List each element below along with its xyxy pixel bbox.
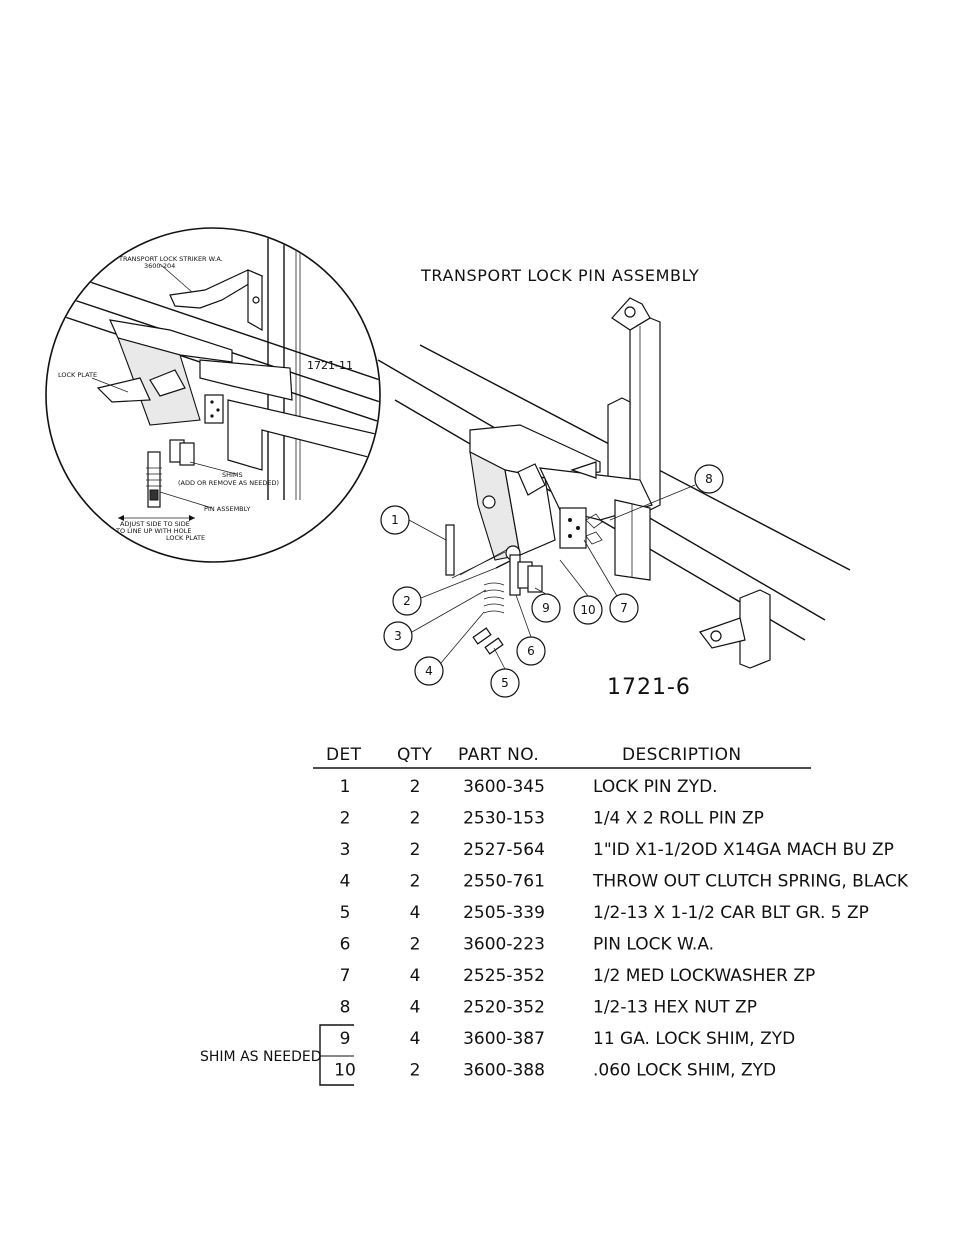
cell-part: 3600-388: [463, 1061, 545, 1081]
inset-shims-note: (ADD OR REMOVE AS NEEDED): [178, 479, 279, 487]
table-row: 8 4 2520-352 1/2-13 HEX NUT ZP: [340, 998, 757, 1018]
table-rows: 1 2 3600-345 LOCK PIN ZYD. 2 2 2530-153 1/4 X 2…: [334, 777, 909, 1081]
cell-qty: 2: [410, 1061, 421, 1081]
inset-view-number: 1721-11: [307, 359, 353, 372]
cell-det: 7: [340, 966, 351, 986]
cell-desc: 1/2-13 HEX NUT ZP: [593, 998, 757, 1018]
cell-part: 3600-223: [463, 935, 545, 955]
inset-adjust-note-2: TO LINE UP WITH HOLE: [115, 527, 191, 535]
table-row: 10 2 3600-388 .060 LOCK SHIM, ZYD: [334, 1061, 776, 1081]
inset-lock-plate-label: LOCK PLATE: [58, 371, 97, 379]
cell-det: 6: [340, 935, 351, 955]
cell-qty: 4: [410, 998, 421, 1018]
inset-striker-part: 3600-204: [144, 262, 175, 270]
cell-desc: 1"ID X1-1/2OD X14GA MACH BU ZP: [593, 840, 894, 860]
cell-det: 2: [340, 809, 351, 829]
table-row: 4 2 2550-761 THROW OUT CLUTCH SPRING, BLACK: [340, 872, 909, 892]
cell-det: 9: [340, 1029, 351, 1049]
cell-desc: 1/2 MED LOCKWASHER ZP: [593, 966, 815, 986]
callout-10: 10: [580, 603, 595, 617]
table-row: 5 4 2505-339 1/2-13 X 1-1/2 CAR BLT GR. 5 Z…: [340, 903, 869, 923]
cell-qty: 2: [410, 840, 421, 860]
inset-adjust-note-3: LOCK PLATE: [166, 534, 205, 542]
shim-as-needed-label: SHIM AS NEEDED: [200, 1049, 322, 1065]
cell-part: 3600-387: [463, 1029, 545, 1049]
inset-adjust-note-1: ADJUST SIDE TO SIDE: [120, 520, 190, 528]
cell-part: 3600-345: [463, 777, 545, 797]
cell-det: 8: [340, 998, 351, 1018]
cell-desc: 1/2-13 X 1-1/2 CAR BLT GR. 5 ZP: [593, 903, 869, 923]
assembly-title: TRANSPORT LOCK PIN ASSEMBLY: [420, 266, 699, 285]
exploded-assembly-view: TRANSPORT LOCK PIN ASSEMBLY: [377, 266, 851, 700]
cell-qty: 4: [410, 903, 421, 923]
cell-part: 2550-761: [463, 872, 545, 892]
callout-2: 2: [403, 594, 411, 608]
cell-qty: 2: [410, 809, 421, 829]
cell-desc: 1/4 X 2 ROLL PIN ZP: [593, 809, 764, 829]
callout-8: 8: [705, 472, 713, 486]
cell-qty: 2: [410, 777, 421, 797]
table-row: 3 2 2527-564 1"ID X1-1/2OD X14GA MACH BU ZP: [340, 840, 894, 860]
cell-part: 2525-352: [463, 966, 545, 986]
cell-part: 2527-564: [463, 840, 545, 860]
cell-part: 2505-339: [463, 903, 545, 923]
cell-qty: 4: [410, 966, 421, 986]
callout-7: 7: [620, 601, 628, 615]
callout-5: 5: [501, 676, 509, 690]
cell-qty: 2: [410, 872, 421, 892]
header-description: DESCRIPTION: [622, 745, 741, 765]
cell-desc: LOCK PIN ZYD.: [593, 777, 718, 797]
cell-qty: 4: [410, 1029, 421, 1049]
cell-desc: PIN LOCK W.A.: [593, 935, 714, 955]
callout-6: 6: [527, 644, 535, 658]
parts-table: DET QTY PART NO. DESCRIPTION 1 2 3600-345 L…: [200, 745, 909, 1086]
shim-bracket: [319, 1024, 354, 1086]
table-row: 7 4 2525-352 1/2 MED LOCKWASHER ZP: [340, 966, 816, 986]
callout-9: 9: [542, 601, 550, 615]
header-det: DET: [326, 745, 362, 765]
inset-shims-label: SHIMS: [222, 471, 243, 479]
cell-det: 3: [340, 840, 351, 860]
callout-3: 3: [394, 629, 402, 643]
cell-det: 1: [340, 777, 351, 797]
cell-part: 2520-352: [463, 998, 545, 1018]
inset-pin-assembly-label: PIN ASSEMBLY: [204, 505, 250, 513]
cell-desc: .060 LOCK SHIM, ZYD: [593, 1061, 776, 1081]
header-qty: QTY: [397, 745, 433, 765]
cell-desc: THROW OUT CLUTCH SPRING, BLACK: [592, 872, 909, 892]
table-row: 1 2 3600-345 LOCK PIN ZYD.: [340, 777, 718, 797]
cell-det: 5: [340, 903, 351, 923]
inset-detail-view: TRANSPORT LOCK STRIKER W.A. 3600-204 LOC…: [45, 227, 381, 563]
cell-det: 10: [334, 1061, 356, 1081]
table-row: 2 2 2530-153 1/4 X 2 ROLL PIN ZP: [340, 809, 764, 829]
callout-4: 4: [425, 664, 433, 678]
inset-striker-label: TRANSPORT LOCK STRIKER W.A.: [118, 255, 223, 263]
cell-qty: 2: [410, 935, 421, 955]
main-view-number: 1721-6: [607, 675, 691, 700]
table-row: 6 2 3600-223 PIN LOCK W.A.: [340, 935, 714, 955]
cell-part: 2530-153: [463, 809, 545, 829]
cell-det: 4: [340, 872, 351, 892]
callout-1: 1: [391, 513, 399, 527]
table-row: 9 4 3600-387 11 GA. LOCK SHIM, ZYD: [340, 1029, 796, 1049]
header-part-no: PART NO.: [458, 745, 539, 765]
cell-desc: 11 GA. LOCK SHIM, ZYD: [593, 1029, 795, 1049]
